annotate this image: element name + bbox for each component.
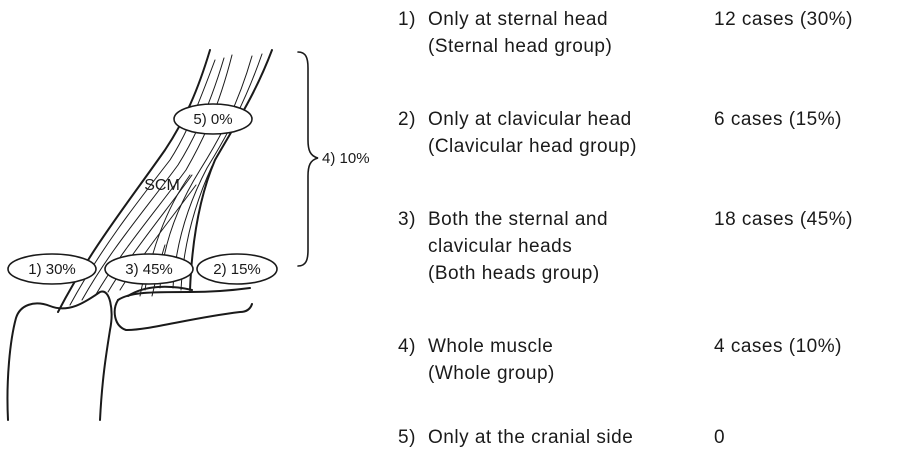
- entry-result: 0: [714, 424, 725, 451]
- entry-line: Only at clavicular head: [428, 106, 728, 133]
- scm-label: SCM: [144, 177, 180, 194]
- entry-result: 4 cases (10%): [714, 333, 842, 360]
- entry-line: Only at sternal head: [428, 6, 728, 33]
- entry-number: 2): [398, 106, 416, 133]
- entry-line: Both the sternal and: [428, 206, 728, 233]
- entry-line: (Whole group): [428, 360, 728, 387]
- entry-line: (Clavicular head group): [428, 133, 728, 160]
- region-cranial-label: 5) 0%: [193, 111, 232, 128]
- legend-entry: 3) Both the sternal and clavicular heads…: [398, 206, 913, 287]
- entry-line: (Both heads group): [428, 260, 728, 287]
- legend-entry: 2) Only at clavicular head (Clavicular h…: [398, 106, 913, 160]
- region-sternal-label: 1) 30%: [28, 261, 76, 278]
- entry-result: 6 cases (15%): [714, 106, 842, 133]
- entry-line: Whole muscle: [428, 333, 728, 360]
- entry-number: 4): [398, 333, 416, 360]
- legend-entry: 5) Only at the cranial side 0: [398, 424, 913, 451]
- entry-result: 18 cases (45%): [714, 206, 853, 233]
- entry-number: 5): [398, 424, 416, 451]
- region-clavicular: 2) 15%: [197, 254, 277, 284]
- legend-entry: 1) Only at sternal head (Sternal head gr…: [398, 6, 913, 60]
- entry-line: Only at the cranial side: [428, 424, 728, 451]
- entry-line: clavicular heads: [428, 233, 728, 260]
- entry-number: 1): [398, 6, 416, 33]
- region-both-label: 3) 45%: [125, 261, 173, 278]
- legend-entry: 4) Whole muscle (Whole group) 4 cases (1…: [398, 333, 913, 387]
- region-sternal: 1) 30%: [8, 254, 96, 284]
- entry-number: 3): [398, 206, 416, 233]
- whole-muscle-brace: [298, 52, 318, 266]
- region-cranial: 5) 0%: [174, 104, 252, 134]
- region-both: 3) 45%: [105, 254, 193, 284]
- entry-line: (Sternal head group): [428, 33, 728, 60]
- clavicle-outline: [7, 288, 252, 420]
- whole-muscle-label: 4) 10%: [322, 150, 370, 167]
- region-clavicular-label: 2) 15%: [213, 261, 261, 278]
- entry-result: 12 cases (30%): [714, 6, 853, 33]
